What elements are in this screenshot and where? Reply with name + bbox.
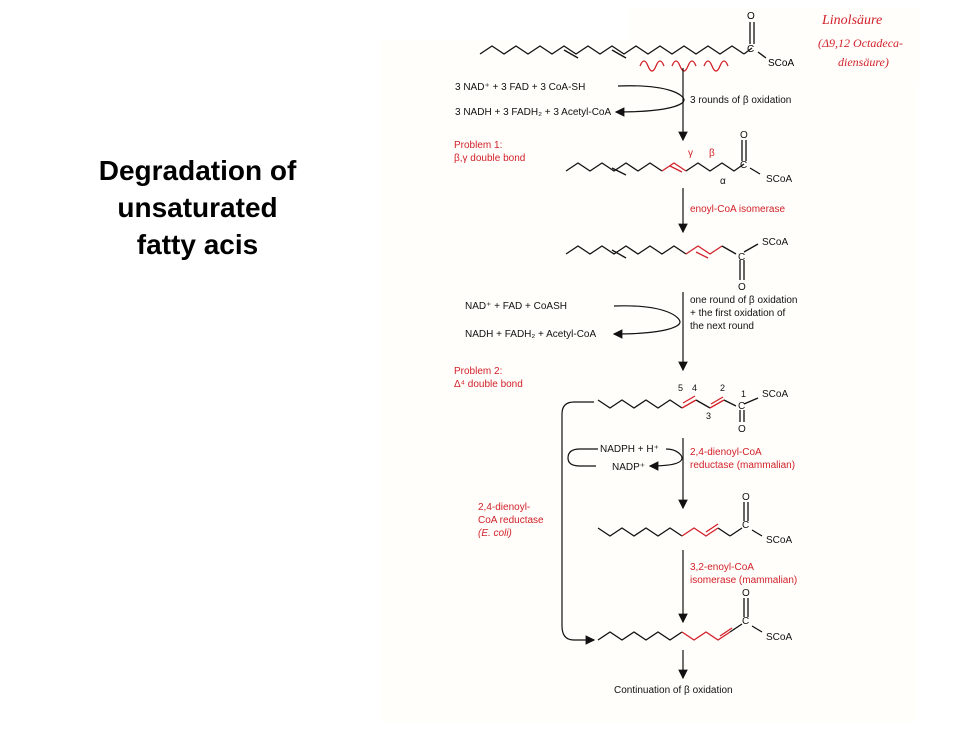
step2-outputs: NADH + FADH₂ + Acetyl-CoA bbox=[465, 329, 596, 340]
mol2-alpha: α bbox=[720, 176, 726, 187]
ecoli-label-3: (E. coli) bbox=[478, 528, 512, 539]
note-line-1: Linolsäure bbox=[821, 13, 882, 28]
step2-label-2: + the first oxidation of bbox=[690, 308, 786, 319]
pos3: 3 bbox=[706, 411, 711, 421]
title-line-3: fatty acis bbox=[136, 229, 259, 260]
pos4: 4 bbox=[692, 383, 697, 393]
cofactor-arrow-step2 bbox=[612, 305, 681, 339]
molecule-trans2-enoyl-coa bbox=[565, 243, 759, 280]
mol5-carbon: C bbox=[742, 520, 749, 531]
scanned-figure-page bbox=[381, 40, 917, 722]
reductase-mammal-label-1: 2,4-dienoyl-CoA bbox=[690, 447, 762, 458]
mol3-carbon: C bbox=[738, 252, 745, 263]
slide-title: Degradation of unsaturated fatty acis bbox=[60, 152, 335, 263]
mol2-scoa: SCoA bbox=[766, 174, 792, 185]
problem2-title: Problem 2: bbox=[454, 366, 502, 377]
mol3-scoa: SCoA bbox=[762, 237, 788, 248]
isomerase2-label-2: isomerase (mammalian) bbox=[690, 575, 797, 586]
mol5-oxygen: O bbox=[742, 492, 750, 503]
ecoli-label-2: CoA reductase bbox=[478, 515, 544, 526]
cofactor-arrow-step1 bbox=[614, 85, 685, 117]
pos1: 1 bbox=[741, 389, 746, 399]
step1-inputs: 3 NAD⁺ + 3 FAD + 3 CoA-SH bbox=[455, 82, 585, 93]
molecule-dienoyl-coa bbox=[597, 395, 759, 422]
step1-label: 3 rounds of β oxidation bbox=[690, 95, 791, 106]
molecule-final-enoyl-coa bbox=[597, 598, 763, 641]
note-background bbox=[630, 8, 920, 84]
reductase-cofactor-in: NADPH + H⁺ bbox=[600, 444, 659, 455]
step2-inputs: NAD⁺ + FAD + CoASH bbox=[465, 301, 567, 312]
step2-label-1: one round of β oxidation bbox=[690, 295, 798, 306]
pos5: 5 bbox=[678, 383, 683, 393]
mol4-carbon: C bbox=[738, 401, 745, 412]
title-line-2: unsaturated bbox=[117, 192, 278, 223]
mol1-oxygen: O bbox=[747, 11, 755, 22]
ecoli-label-1: 2,4-dienoyl- bbox=[478, 502, 530, 513]
mol2-gamma: γ bbox=[688, 148, 693, 159]
mol3-oxygen: O bbox=[738, 282, 746, 293]
mol4-oxygen: O bbox=[738, 424, 746, 435]
mol2-beta: β bbox=[709, 148, 715, 159]
mol6-oxygen: O bbox=[742, 588, 750, 599]
problem1-title: Problem 1: bbox=[454, 140, 502, 151]
reductase-cofactor-out: NADP⁺ bbox=[612, 462, 645, 473]
mol6-scoa: SCoA bbox=[766, 632, 792, 643]
problem2-desc: Δ⁴ double bond bbox=[454, 379, 523, 390]
problem1-desc: β,γ double bond bbox=[454, 153, 525, 164]
title-line-1: Degradation of bbox=[98, 155, 297, 186]
ecoli-bypass-arrow bbox=[561, 401, 596, 645]
mol5-scoa: SCoA bbox=[766, 535, 792, 546]
note-line-3: diensäure) bbox=[838, 55, 889, 69]
step2-label-3: the next round bbox=[690, 321, 754, 332]
molecule-trans3-enoyl-coa bbox=[597, 502, 763, 537]
molecule-linoleoyl-coa bbox=[479, 22, 767, 72]
mol1-scoa: SCoA bbox=[768, 58, 794, 69]
pos2: 2 bbox=[720, 383, 725, 393]
mol1-carbon: C bbox=[747, 44, 754, 55]
isomerase2-label-1: 3,2-enoyl-CoA bbox=[690, 562, 754, 573]
mol2-oxygen: O bbox=[740, 130, 748, 141]
handwritten-note: Linolsäure (Δ9,12 Octadeca- diensäure) bbox=[818, 13, 903, 69]
mol4-scoa: SCoA bbox=[762, 389, 788, 400]
note-line-2: (Δ9,12 Octadeca- bbox=[818, 36, 903, 50]
reductase-mammal-label-2: reductase (mammalian) bbox=[690, 460, 795, 471]
molecule-cis3-enoyl-coa bbox=[565, 140, 761, 176]
continuation-label: Continuation of β oxidation bbox=[614, 685, 733, 696]
cofactor-arrow-reductase bbox=[648, 448, 683, 471]
step1-outputs: 3 NADH + 3 FADH₂ + 3 Acetyl-CoA bbox=[455, 107, 611, 118]
mol2-carbon: C bbox=[740, 160, 747, 171]
cofactor-bracket-left bbox=[567, 448, 598, 467]
isomerase1-label: enoyl-CoA isomerase bbox=[690, 204, 785, 215]
mol6-carbon: C bbox=[742, 616, 749, 627]
